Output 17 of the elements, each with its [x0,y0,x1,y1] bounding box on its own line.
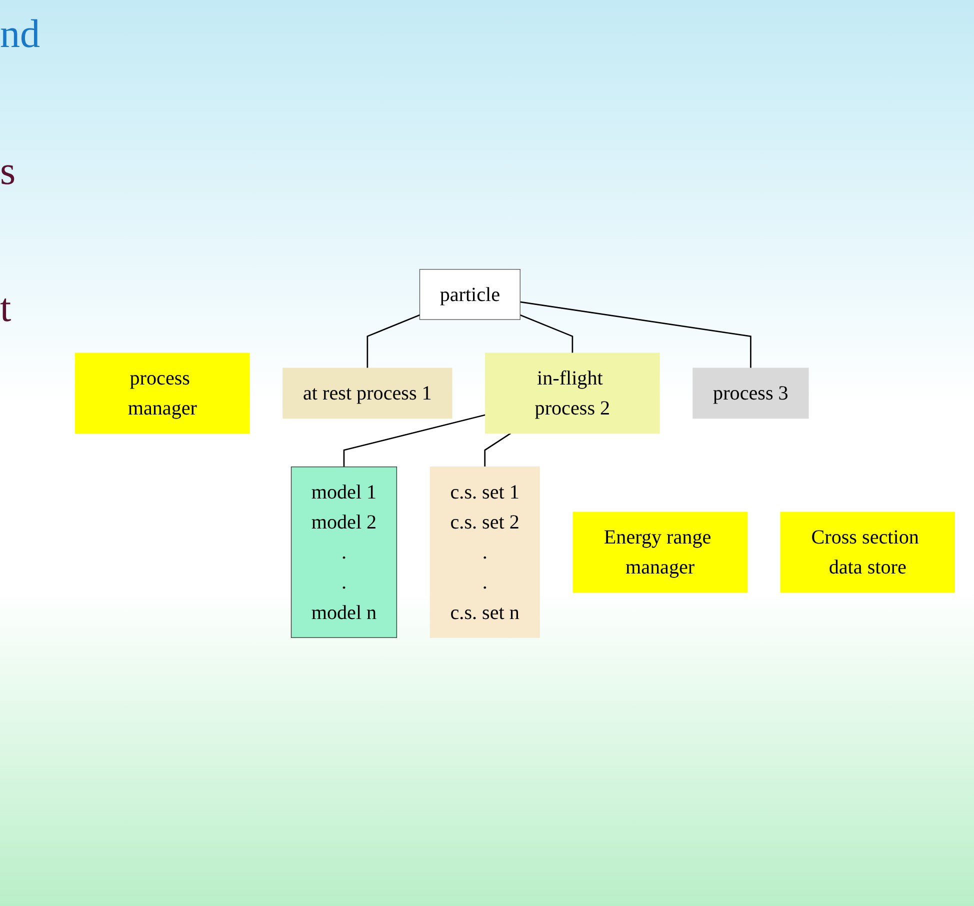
text-fragment: nd [0,10,41,57]
text-fragment: t [0,284,12,331]
connector [520,300,752,368]
node-box: process manager [75,352,250,434]
text-fragment: s [0,147,17,194]
connector [366,314,420,368]
connector [343,414,486,466]
node-box: model 1 model 2 . . model n [290,466,398,638]
node-box: Energy range manager [572,511,748,592]
node-box: process 3 [692,367,809,418]
node-box: c.s. set 1 c.s. set 2 . . c.s. set n [430,466,540,638]
node-box: in-flight process 2 [485,352,660,434]
connector [520,314,574,353]
connector [484,432,511,466]
node-box: at rest process 1 [282,367,452,418]
node-box: particle [419,268,520,320]
node-box: Cross section data store [780,511,955,592]
